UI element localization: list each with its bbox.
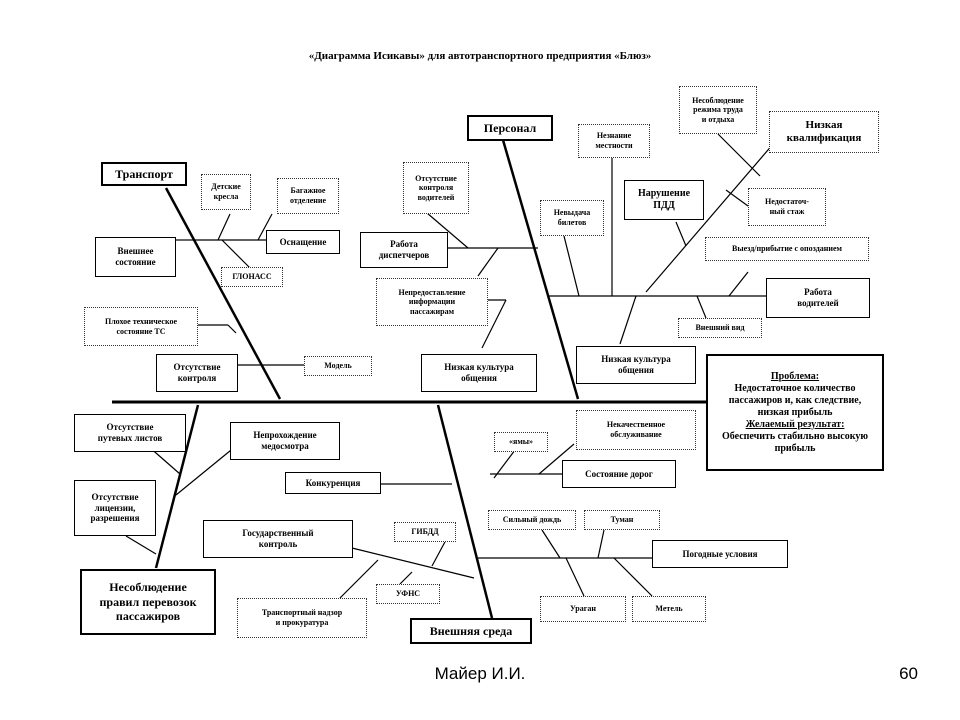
cause-late-departure: Выезд/прибытие с опозданием (705, 237, 869, 261)
cause-pits: «ямы» (494, 432, 548, 452)
cause-short-experience: Недостаточ- ный стаж (748, 188, 826, 226)
cause-low-culture-1: Низкая культура общения (421, 354, 537, 392)
cause-low-qualification: Низкая квалификация (769, 111, 879, 153)
page-number: 60 (899, 664, 918, 683)
cause-gibdd: ГИБДД (394, 522, 456, 542)
cause-no-control: Отсутствие контроля (156, 354, 238, 392)
branch-personnel: Персонал (467, 115, 553, 141)
cause-no-license: Отсутствие лицензии, разрешения (74, 480, 156, 536)
cause-fog: Туман (584, 510, 660, 530)
branch-rules: Несоблюдение правил перевозок пассажиров (80, 569, 216, 635)
bone-rules (154, 404, 200, 569)
cause-bad-service: Некачественное обслуживание (576, 410, 696, 450)
cause-work-rest: Несоблюдение режима труда и отдыха (679, 86, 757, 134)
cause-child-seats: Детские кресла (201, 174, 251, 210)
problem-text: Недостаточное количество пассажиров и, к… (728, 382, 862, 418)
cause-heavy-rain: Сильный дождь (488, 510, 576, 530)
cause-no-waybills: Отсутствие путевых листов (74, 414, 186, 452)
cause-state-control: Государственный контроль (203, 520, 353, 558)
branch-transport: Транспорт (101, 162, 187, 186)
cause-traffic-violation: Нарушение ПДД (624, 180, 704, 220)
cause-hurricane: Ураган (540, 596, 626, 622)
cause-bad-condition: Плохое техническое состояние ТС (84, 307, 198, 346)
cause-no-medical: Непрохождение медосмотра (230, 422, 340, 460)
cause-ufns: УФНС (376, 584, 440, 604)
cause-glonass: ГЛОНАСС (221, 267, 283, 287)
cause-driver-work: Работа водителей (766, 278, 870, 318)
cause-transport-supervision: Транспортный надзор и прокуратура (237, 598, 367, 638)
cause-dispatchers: Работа диспетчеров (360, 232, 448, 268)
diagram-title: «Диаграмма Исикавы» для автотранспортног… (308, 50, 652, 62)
result-label: Желаемый результат: (745, 418, 845, 430)
cause-competition: Конкуренция (285, 472, 381, 494)
cause-low-culture-2: Низкая культура общения (576, 346, 696, 384)
cause-weather: Погодные условия (652, 540, 788, 568)
cause-no-info: Непредоставление информации пассажирам (376, 278, 488, 326)
cause-no-area-knowledge: Незнание местности (578, 124, 650, 158)
problem-statement: Проблема: Недостаточное количество пасса… (706, 354, 884, 471)
cause-appearance-state: Внешнее состояние (95, 237, 176, 277)
result-text: Обеспечить стабильно высокую прибыль (721, 430, 868, 454)
problem-label: Проблема: (770, 370, 820, 382)
cause-no-driver-control: Отсутствие контроля водителей (403, 162, 469, 214)
cause-blizzard: Метель (632, 596, 706, 622)
cause-no-tickets: Невыдача билетов (540, 200, 604, 236)
branch-environment: Внешняя среда (410, 618, 532, 644)
footer-author: Майер И.И. (434, 664, 526, 683)
cause-road-condition: Состояние дорог (562, 460, 676, 488)
bone-transport (164, 187, 282, 400)
cause-model: Модель (304, 356, 372, 376)
bone-environment (436, 404, 494, 619)
cause-equipment: Оснащение (266, 230, 340, 254)
cause-luggage: Багажное отделение (277, 178, 339, 214)
cause-appearance: Внешний вид (678, 318, 762, 338)
bone-personnel (501, 139, 580, 400)
